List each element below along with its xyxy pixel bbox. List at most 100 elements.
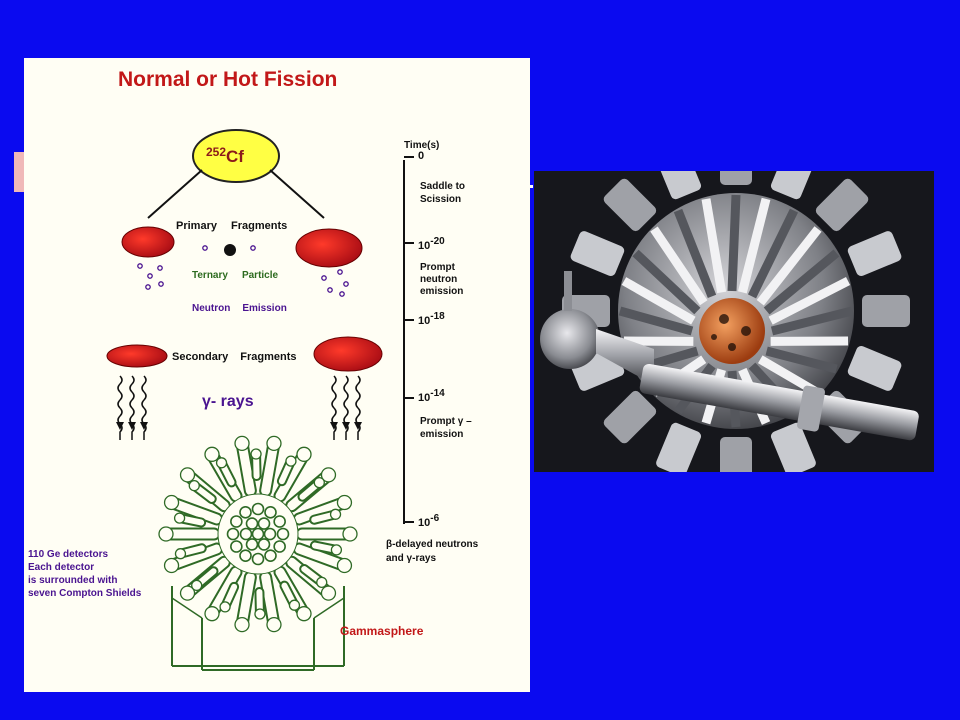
outer-detector (603, 390, 657, 444)
branch-right (269, 169, 325, 219)
detector-segment (763, 249, 840, 315)
secondary-fragment-left (106, 344, 168, 368)
detector-end (342, 526, 358, 542)
core-detector (263, 527, 277, 541)
svg-text:is surrounded with: is surrounded with (28, 575, 117, 586)
detector-end (320, 585, 337, 601)
detector-end (174, 548, 187, 560)
pipe-flange (796, 385, 826, 432)
detector-end (163, 557, 180, 574)
tick-0: 0 (418, 150, 424, 162)
detector-segment (727, 194, 741, 292)
core-detector (273, 540, 286, 553)
detector-end (219, 601, 231, 613)
detector-cylinder-inner (294, 544, 349, 570)
detector-cylinder-inner (167, 544, 222, 570)
cf252-source (192, 129, 280, 183)
detector-segment (701, 198, 727, 294)
small-particle (250, 245, 256, 251)
core-detector (239, 527, 253, 541)
timeline: Time(s) 0 10-20 10-18 10-14 10-6 Saddle … (386, 140, 479, 564)
branch-left (147, 169, 203, 219)
detector-segment (650, 226, 708, 306)
detector-cylinder-inner (167, 498, 222, 524)
detector-end (204, 446, 220, 462)
detector-cylinder-inner (237, 438, 255, 496)
outer-detector (603, 178, 657, 232)
detector-segment (768, 276, 851, 325)
detector-end (313, 476, 325, 489)
detector-end (234, 616, 250, 633)
outer-detector (815, 178, 869, 232)
svg-text:Each detector: Each detector (28, 562, 94, 573)
detector-segment (618, 306, 694, 336)
gammasphere-label: Gammasphere (340, 624, 424, 638)
gamma-arrowheads-right (330, 422, 362, 430)
detector-cylinder-inner (275, 449, 309, 501)
detector-segment (621, 277, 696, 325)
core-detector (251, 502, 265, 516)
primary-fragment-left (121, 226, 175, 258)
outer-detector (770, 171, 816, 200)
detector-segment (632, 249, 701, 315)
detector-cylinder-inner (261, 438, 279, 496)
detector-end (329, 508, 342, 520)
beam-sphere (540, 309, 600, 369)
detector-segment (770, 306, 854, 336)
svg-text:seven Compton Shields: seven Compton Shields (28, 588, 142, 599)
detector-segment (673, 208, 717, 299)
core-detector (257, 517, 271, 530)
core-detector (239, 506, 252, 519)
detector-end (296, 606, 312, 622)
ternary-particle-dot (224, 244, 236, 256)
core-detector (251, 552, 265, 566)
core-detector (245, 517, 259, 530)
sphere-post (564, 271, 572, 311)
detector-segment (765, 346, 838, 374)
detector-end (179, 467, 196, 483)
primary-fragment-right (295, 228, 363, 268)
outer-detector (770, 422, 816, 472)
gamma-rays-label: γ- rays (202, 393, 254, 410)
detector-end (320, 467, 337, 483)
core-detector (251, 527, 265, 541)
slide-dot (530, 185, 533, 188)
detector-end (204, 606, 220, 622)
detector-end (266, 616, 282, 633)
detector-cylinder-inner (261, 572, 279, 630)
event-prompt-gamma: Prompt γ –emission (420, 416, 472, 440)
detector-end (173, 512, 186, 524)
outer-detector (656, 422, 702, 472)
detector-end (254, 608, 266, 620)
copper-target (699, 298, 765, 364)
core-detector (273, 515, 286, 528)
outer-detector (720, 437, 752, 472)
neutrons-left (137, 263, 164, 290)
neutrons-right (321, 269, 349, 297)
core-detector (226, 527, 240, 541)
detector-cylinder-inner (294, 498, 349, 524)
tick-3: 10-14 (418, 388, 445, 404)
detector-end (336, 494, 353, 511)
detector-end (234, 435, 250, 452)
detector-end (316, 576, 328, 588)
cf252-label: 252Cf (206, 145, 244, 166)
timeline-header: Time(s) (404, 140, 439, 151)
secondary-fragment-right (313, 336, 383, 372)
detector-end (285, 455, 297, 467)
outer-detector (847, 231, 902, 277)
gamma-rays-right (331, 375, 361, 440)
beam-cone (596, 329, 654, 385)
detector-end (330, 544, 343, 556)
detector-end (191, 579, 203, 592)
gamma-arrowheads-left (116, 422, 148, 430)
detector-segment (737, 197, 771, 294)
detector-end (188, 480, 200, 492)
core-detector (257, 538, 271, 551)
